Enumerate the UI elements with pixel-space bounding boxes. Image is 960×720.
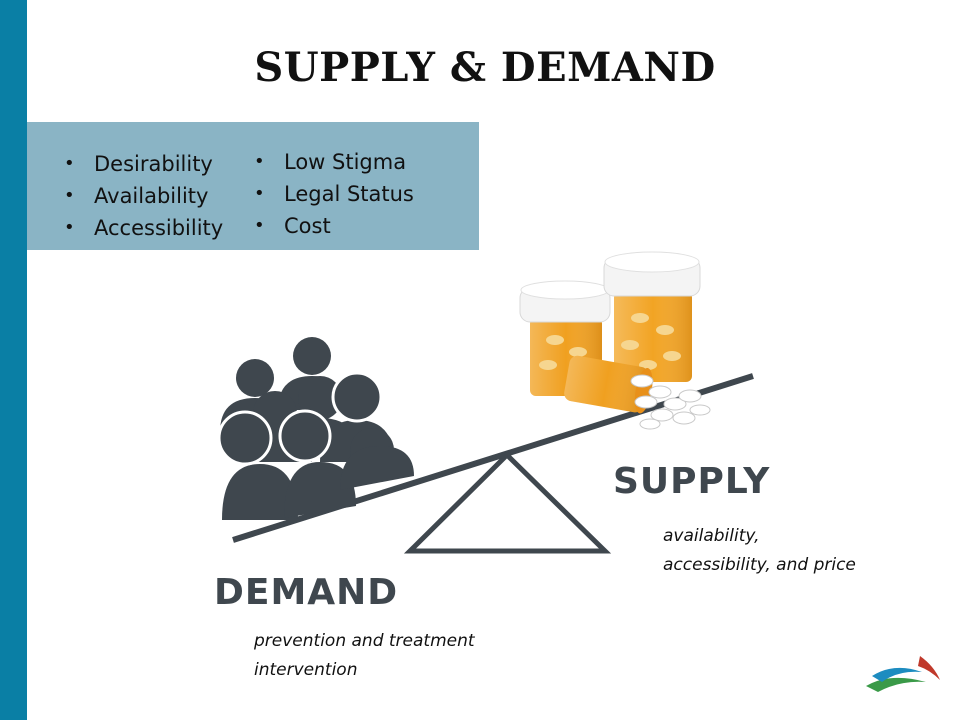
logo-icon: [866, 656, 940, 692]
supply-note: availability, accessibility, and price: [663, 522, 856, 580]
factor-item: Accessibility: [64, 212, 223, 244]
accent-sidebar: [0, 0, 27, 720]
seesaw-fulcrum-icon: [403, 451, 612, 554]
factor-item: Desirability: [64, 148, 223, 180]
factors-list-right: Low Stigma Legal Status Cost: [254, 146, 414, 242]
pill-bottles-icon: [519, 251, 711, 430]
factor-item: Availability: [64, 180, 223, 212]
demand-note-line: intervention: [254, 660, 358, 680]
factor-item: Legal Status: [254, 178, 414, 210]
supply-note-line: availability,: [663, 526, 760, 546]
demand-label: DEMAND: [214, 572, 399, 613]
factor-item: Low Stigma: [254, 146, 414, 178]
demand-note-line: prevention and treatment: [254, 631, 475, 651]
people-group-icon: [217, 337, 414, 520]
supply-label: SUPPLY: [613, 461, 771, 502]
factor-item: Cost: [254, 210, 414, 242]
supply-note-line: accessibility, and price: [663, 555, 856, 575]
slide-title: SUPPLY & DEMAND: [254, 44, 716, 91]
demand-note: prevention and treatment intervention: [254, 627, 475, 685]
factors-box: Desirability Availability Accessibility …: [27, 122, 479, 250]
factors-list-left: Desirability Availability Accessibility: [64, 148, 223, 244]
